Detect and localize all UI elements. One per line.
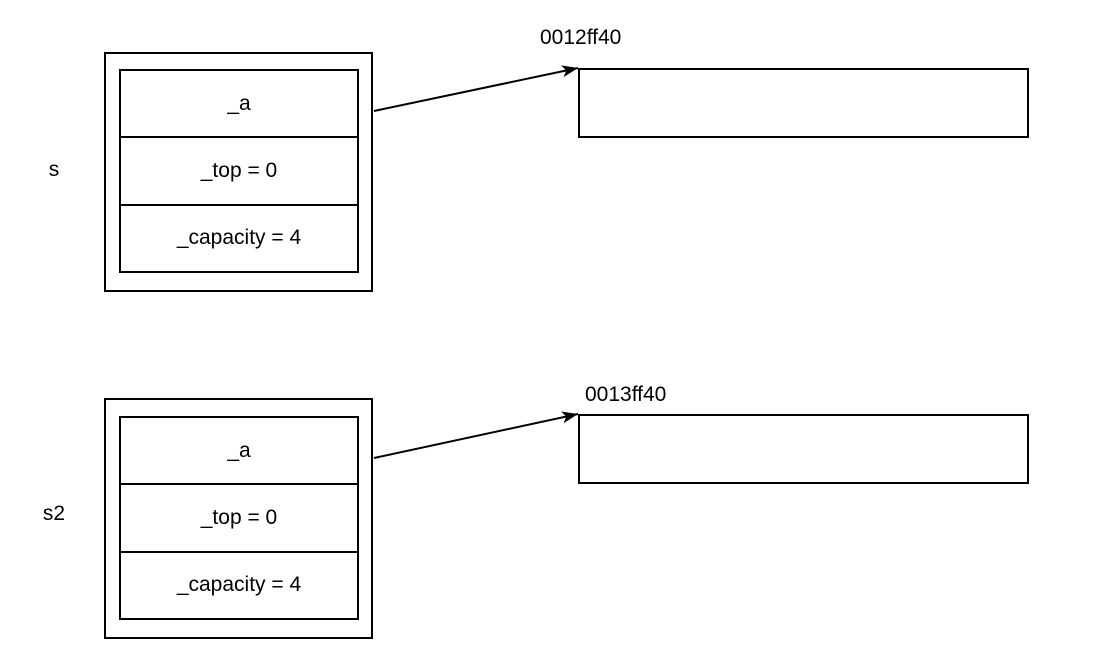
stack-object-s-fields: _a _top = 0 _capacity = 4 [119, 69, 359, 273]
memory-block-0012ff40 [578, 68, 1029, 138]
field-a: _a [227, 91, 251, 115]
pointer-arrow-s2-to-0013ff40 [373, 411, 579, 459]
field-capacity: _capacity = 4 [121, 550, 357, 618]
field-a: _a [227, 438, 251, 462]
variable-label-s: s [48, 158, 60, 181]
variable-label-s2: s2 [42, 502, 66, 525]
pointer-arrow-s-to-0012ff40 [373, 65, 579, 112]
memory-address-label-0013ff40: 0013ff40 [585, 383, 667, 406]
field-capacity: _capacity = 4 [121, 203, 357, 271]
stack-object-s2-fields: _a _top = 0 _capacity = 4 [119, 416, 359, 620]
field-top: _top = 0 [121, 136, 357, 203]
field-top: _top = 0 [121, 483, 357, 550]
stack-object-s: _a _top = 0 _capacity = 4 [104, 52, 373, 292]
memory-block-0013ff40 [578, 414, 1029, 484]
stack-object-s2: _a _top = 0 _capacity = 4 [104, 398, 373, 639]
memory-address-label-0012ff40: 0012ff40 [540, 26, 622, 49]
